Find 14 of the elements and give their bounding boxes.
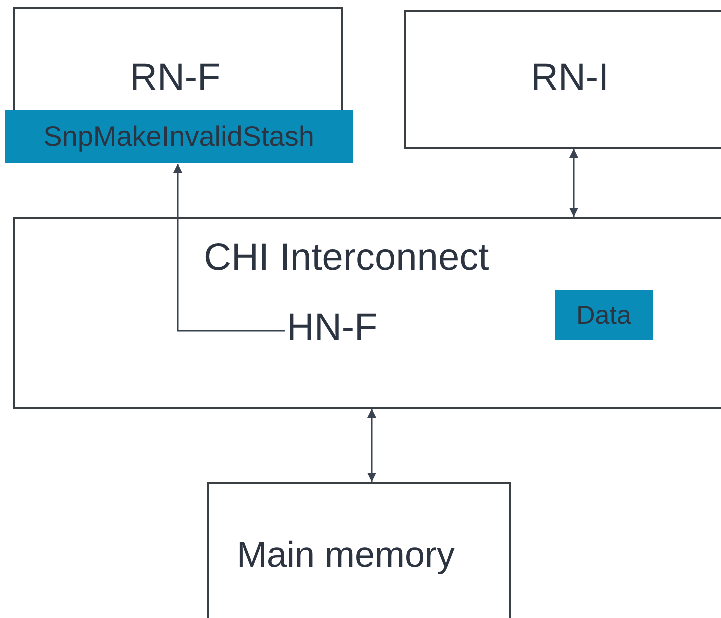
- arrow: [570, 149, 578, 217]
- node-label: Main memory: [237, 534, 456, 576]
- node-box: [404, 10, 721, 149]
- node-label: CHI Interconnect: [204, 237, 490, 280]
- node-label: HN-F: [287, 307, 397, 355]
- memory-box: [207, 482, 511, 618]
- node-box: [13, 7, 343, 110]
- message-tag: SnpMakeInvalidStash: [5, 110, 353, 163]
- arrow: [368, 409, 376, 482]
- interconnect-box: [13, 217, 721, 409]
- node-label: RN-F: [130, 57, 221, 100]
- arrow: [174, 164, 285, 332]
- data-tag: Data: [555, 290, 653, 340]
- node-label: RN-I: [531, 57, 610, 100]
